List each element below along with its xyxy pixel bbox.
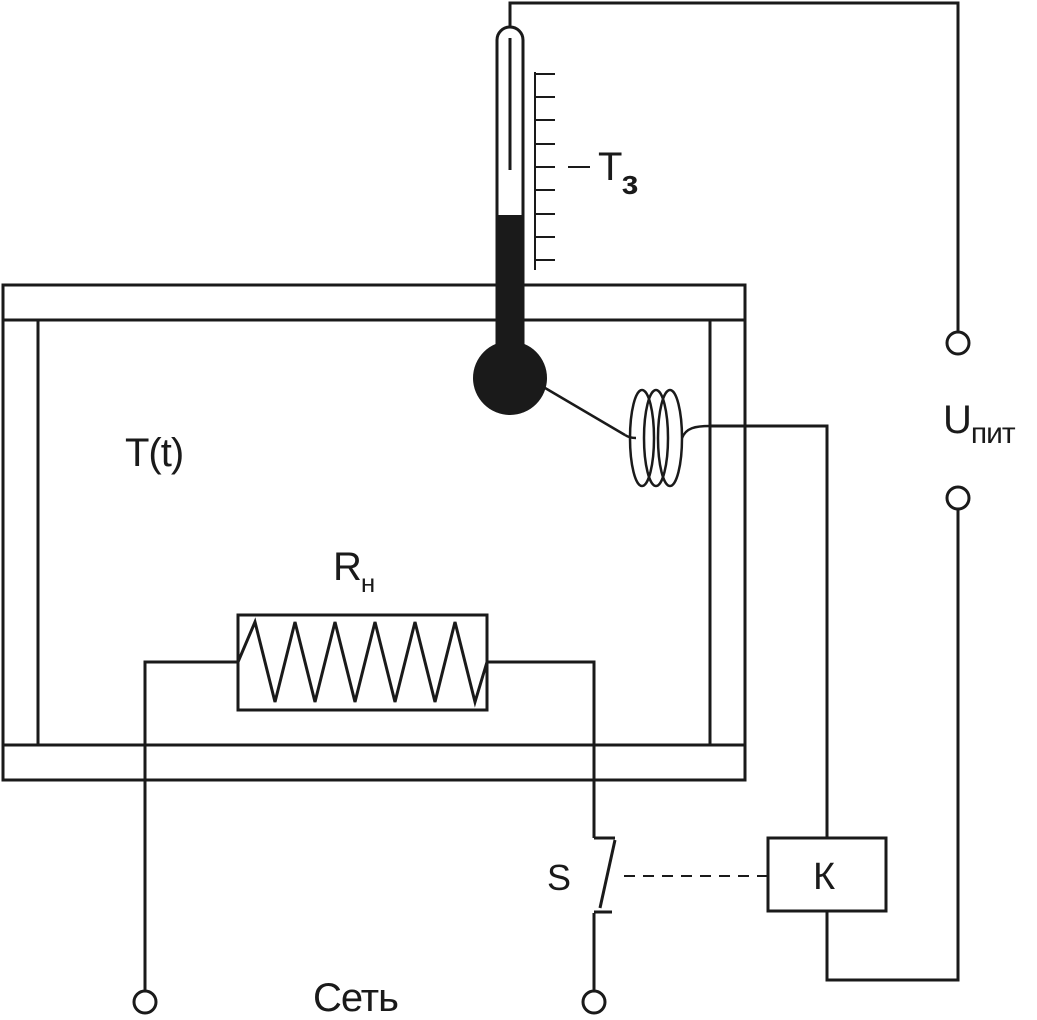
contact-thermometer: [473, 27, 590, 415]
relay-label: К: [813, 856, 836, 898]
chamber-outer-wall: [3, 285, 745, 780]
thermometer-scale: [535, 72, 590, 270]
sensor-coil: [540, 385, 710, 488]
wire-heater-left-to-mains: [145, 662, 238, 992]
thermometer-bulb: [473, 341, 547, 415]
wire-coil-to-relay: [710, 426, 827, 838]
wire-heater-right-to-switch: [487, 662, 594, 838]
supply-voltage-label: Uпит: [943, 398, 1016, 449]
setpoint-subscript: з: [621, 164, 638, 202]
heater-element: [238, 615, 487, 710]
supply-symbol: U: [943, 398, 972, 442]
switch-label: S: [547, 857, 572, 898]
switch-s: [594, 838, 615, 912]
setpoint-symbol: T: [598, 145, 622, 189]
mains-terminal-left: [134, 991, 156, 1013]
wire-bulb-to-coil: [540, 385, 625, 435]
wire-relay-to-supply: [827, 508, 958, 980]
heater-subscript: н: [360, 568, 375, 598]
heater-symbol: R: [333, 545, 362, 589]
mains-terminal-right: [583, 991, 605, 1013]
mains-label: Сеть: [313, 976, 399, 1020]
chamber-temperature-label: T(t): [125, 431, 184, 475]
supply-terminal-bottom: [947, 487, 969, 509]
heater-label: Rн: [333, 545, 375, 596]
chamber: [3, 285, 745, 780]
supply-subscript: пит: [970, 417, 1016, 450]
wire-thermometer-to-supply: [510, 3, 958, 332]
setpoint-label: Tз: [598, 145, 638, 200]
supply-terminal-top: [947, 332, 969, 354]
switch-blade: [600, 840, 615, 908]
heater-zigzag: [238, 622, 487, 702]
